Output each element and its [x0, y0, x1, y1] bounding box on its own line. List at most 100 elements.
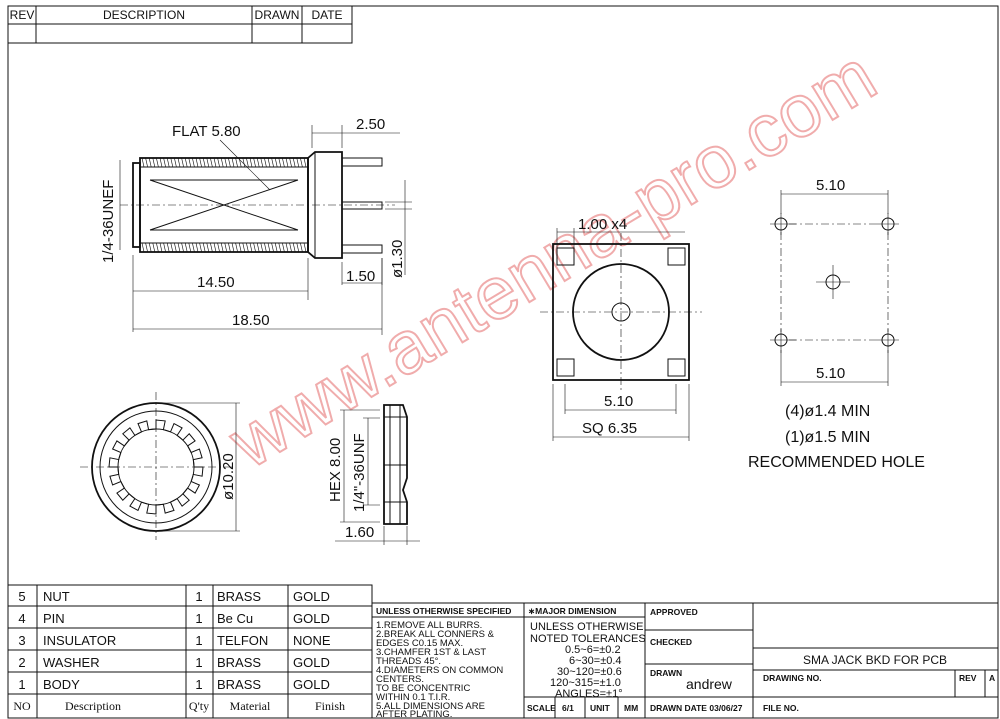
svg-text:UNIT: UNIT [590, 703, 611, 713]
hole-note-2: (1)ø1.5 MIN [785, 429, 870, 446]
svg-text:AFTER PLATING.: AFTER PLATING. [376, 709, 452, 719]
drawing-title: SMA JACK BKD FOR PCB [803, 653, 947, 667]
thread-label: 1/4-36UNEF [100, 180, 117, 263]
svg-text:Be Cu: Be Cu [217, 611, 253, 626]
dim-sq-6-35: SQ 6.35 [582, 420, 637, 437]
tolerance-title: ∗MAJOR DIMENSION [528, 606, 616, 616]
svg-text:MM: MM [624, 703, 638, 713]
svg-text:Material: Material [230, 699, 271, 713]
table-row: 1 BODY 1 BRASS GOLD [18, 677, 329, 692]
svg-text:FILE NO.: FILE NO. [763, 703, 799, 713]
svg-text:3: 3 [18, 633, 25, 648]
svg-text:4.DIAMETERS ON COMMON: 4.DIAMETERS ON COMMON [376, 665, 503, 676]
svg-text:REV: REV [959, 673, 977, 683]
svg-text:2.BREAK ALL CONNERS &: 2.BREAK ALL CONNERS & [376, 629, 495, 640]
table-row: 5 NUT 1 BRASS GOLD [18, 589, 329, 604]
flat-label: FLAT 5.80 [172, 123, 241, 140]
svg-text:GOLD: GOLD [293, 611, 330, 626]
hole-note-3: RECOMMENDED HOLE [748, 454, 925, 471]
svg-text:PIN: PIN [43, 611, 65, 626]
hole-note-1: (4)ø1.4 MIN [785, 403, 870, 420]
svg-text:1: 1 [195, 633, 202, 648]
svg-text:A: A [989, 673, 995, 683]
svg-text:6~30=±0.4: 6~30=±0.4 [569, 655, 622, 667]
svg-text:BODY: BODY [43, 677, 80, 692]
svg-text:1: 1 [18, 677, 25, 692]
svg-text:INSULATOR: INSULATOR [43, 633, 116, 648]
svg-text:APPROVED: APPROVED [650, 607, 698, 617]
svg-text:WASHER: WASHER [43, 655, 100, 670]
svg-text:SCALE: SCALE [527, 703, 556, 713]
table-row: 3 INSULATOR 1 TELFON NONE [18, 633, 331, 648]
tolerance-block: ∗MAJOR DIMENSION UNLESS OTHERWISE NOTED … [523, 602, 646, 719]
svg-text:0.5~6=±0.2: 0.5~6=±0.2 [565, 644, 621, 656]
svg-text:UNLESS OTHERWISE: UNLESS OTHERWISE [530, 621, 644, 633]
dim-5-10-top: 5.10 [816, 177, 845, 194]
svg-text:1: 1 [195, 611, 202, 626]
revision-table: REV DESCRIPTION DRAWN DATE [7, 5, 353, 44]
svg-text:DRAWN DATE 03/06/27: DRAWN DATE 03/06/27 [650, 703, 743, 713]
rev-header: REV [10, 8, 35, 22]
svg-text:CHECKED: CHECKED [650, 637, 692, 647]
svg-text:6/1: 6/1 [562, 703, 574, 713]
table-row: 4 PIN 1 Be Cu GOLD [18, 611, 329, 626]
svg-text:TO BE CONCENTRIC: TO BE CONCENTRIC [376, 683, 470, 694]
bom-header-row: NO Description Q'ty Material Finish [13, 699, 345, 713]
dim-14-50: 14.50 [197, 274, 235, 291]
svg-text:THREADS 45°.: THREADS 45°. [376, 656, 441, 667]
hole-pattern: 5.10 5.10 (4)ø1.4 MIN (1)ø1.5 MIN RECOMM… [748, 177, 925, 471]
side-view: FLAT 5.80 2.50 1/4-36UNEF ø1.30 1.50 14.… [100, 116, 412, 335]
svg-text:1: 1 [195, 655, 202, 670]
svg-text:EDGES C0.15 MAX.: EDGES C0.15 MAX. [376, 638, 463, 649]
svg-text:BRASS: BRASS [217, 677, 261, 692]
svg-text:NUT: NUT [43, 589, 70, 604]
description-header: DESCRIPTION [103, 8, 185, 22]
svg-text:ANGLES=±1°: ANGLES=±1° [555, 688, 623, 700]
svg-text:4: 4 [18, 611, 25, 626]
dim-dia-1-30: ø1.30 [389, 240, 406, 278]
svg-text:5: 5 [18, 589, 25, 604]
svg-text:BRASS: BRASS [217, 589, 261, 604]
dim-hex-8-00: HEX 8.00 [327, 438, 344, 502]
svg-text:2: 2 [18, 655, 25, 670]
svg-text:GOLD: GOLD [293, 677, 330, 692]
svg-text:3.CHAMFER 1ST & LAST: 3.CHAMFER 1ST & LAST [376, 647, 486, 658]
dim-1-00-x4: 1.00 x4 [578, 216, 627, 233]
svg-text:Q'ty: Q'ty [189, 699, 209, 713]
washer-view: ø10.20 [80, 392, 240, 540]
svg-text:CENTERS.: CENTERS. [376, 674, 424, 685]
svg-text:NONE: NONE [293, 633, 331, 648]
table-row: 2 WASHER 1 BRASS GOLD [18, 655, 329, 670]
dim-2-50: 2.50 [356, 116, 385, 133]
svg-text:Description: Description [65, 699, 121, 713]
drawn-header: DRAWN [255, 8, 300, 22]
notes-block: UNLESS OTHERWISE SPECIFIED 1.REMOVE ALL … [371, 602, 525, 719]
svg-text:WITHIN 0.1 T.I.R.: WITHIN 0.1 T.I.R. [376, 692, 450, 703]
drawn-by: andrew [686, 676, 733, 692]
dim-5-10-bottom: 5.10 [816, 365, 845, 382]
svg-text:TELFON: TELFON [217, 633, 268, 648]
dim-nut-thread: 1/4"-36UNF [351, 433, 368, 512]
dim-1-60: 1.60 [345, 524, 374, 541]
svg-text:5.ALL DIMENSIONS ARE: 5.ALL DIMENSIONS ARE [376, 701, 485, 712]
svg-text:1: 1 [195, 589, 202, 604]
svg-text:DRAWING NO.: DRAWING NO. [763, 673, 822, 683]
svg-text:120~315=±1.0: 120~315=±1.0 [550, 677, 621, 689]
svg-text:1: 1 [195, 677, 202, 692]
svg-text:Finish: Finish [315, 699, 345, 713]
date-header: DATE [311, 8, 342, 22]
dim-5-10-front: 5.10 [604, 393, 633, 410]
dim-dia-10-20: ø10.20 [220, 453, 237, 500]
svg-text:NOTED TOLERANCES: NOTED TOLERANCES [530, 633, 646, 645]
front-view: 1.00 x4 5.10 SQ 6.35 [540, 216, 702, 441]
svg-text:DRAWN: DRAWN [650, 668, 682, 678]
svg-text:NO: NO [13, 699, 31, 713]
approval-block: APPROVED CHECKED DRAWN andrew DRAWN DATE… [644, 602, 754, 719]
notes-title: UNLESS OTHERWISE SPECIFIED [376, 606, 511, 616]
svg-text:1.REMOVE ALL BURRS.: 1.REMOVE ALL BURRS. [376, 620, 482, 631]
svg-text:BRASS: BRASS [217, 655, 261, 670]
dim-18-50: 18.50 [232, 312, 270, 329]
svg-text:30~120=±0.6: 30~120=±0.6 [557, 666, 622, 678]
bom-table: 5 NUT 1 BRASS GOLD 4 PIN 1 Be Cu GOLD 3 … [7, 584, 373, 719]
